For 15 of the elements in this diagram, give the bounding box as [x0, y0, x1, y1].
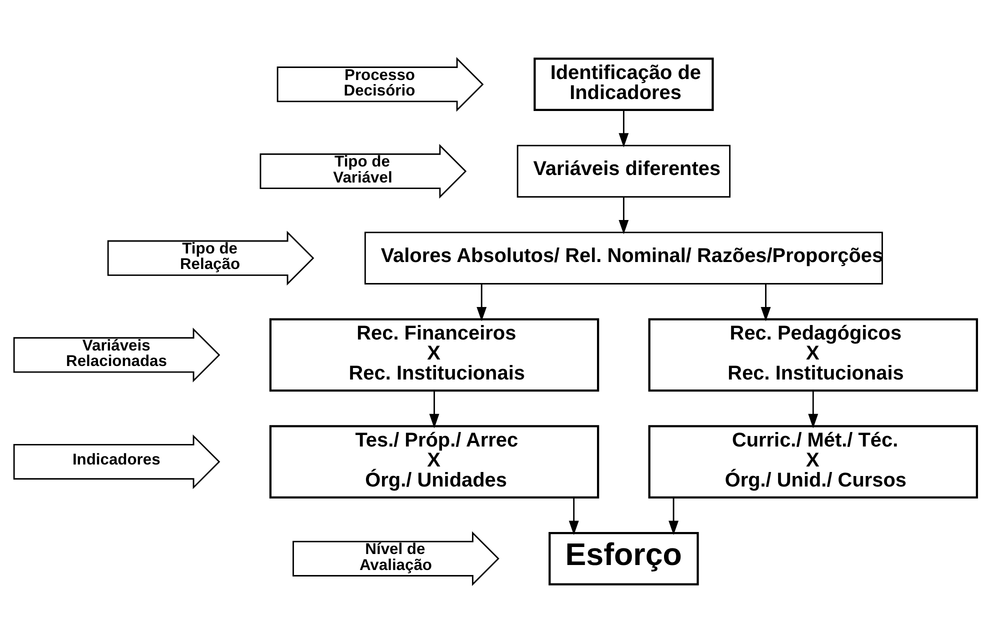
arrow [429, 390, 440, 428]
node-box: Curric./ Mét./ Téc. X Órg./ Unid./ Cursos [648, 424, 978, 498]
arrow [476, 284, 487, 321]
node-box: Tes./ Próp./ Arrec X Órg./ Unidades [269, 424, 600, 498]
arrow [618, 110, 629, 147]
node-box: Esforço [548, 531, 699, 585]
arrow [668, 497, 679, 535]
arrow [808, 390, 818, 428]
arrow [760, 284, 771, 321]
node-box: Rec. Financeiros X Rec. Institucionais [269, 318, 600, 392]
arrow [568, 497, 579, 535]
node-box: Identificação de Indicadores [534, 57, 714, 111]
node-box: Rec. Pedagógicos X Rec. Institucionais [648, 318, 978, 392]
arrow [618, 196, 629, 234]
node-box: Variáveis diferentes [516, 144, 731, 198]
